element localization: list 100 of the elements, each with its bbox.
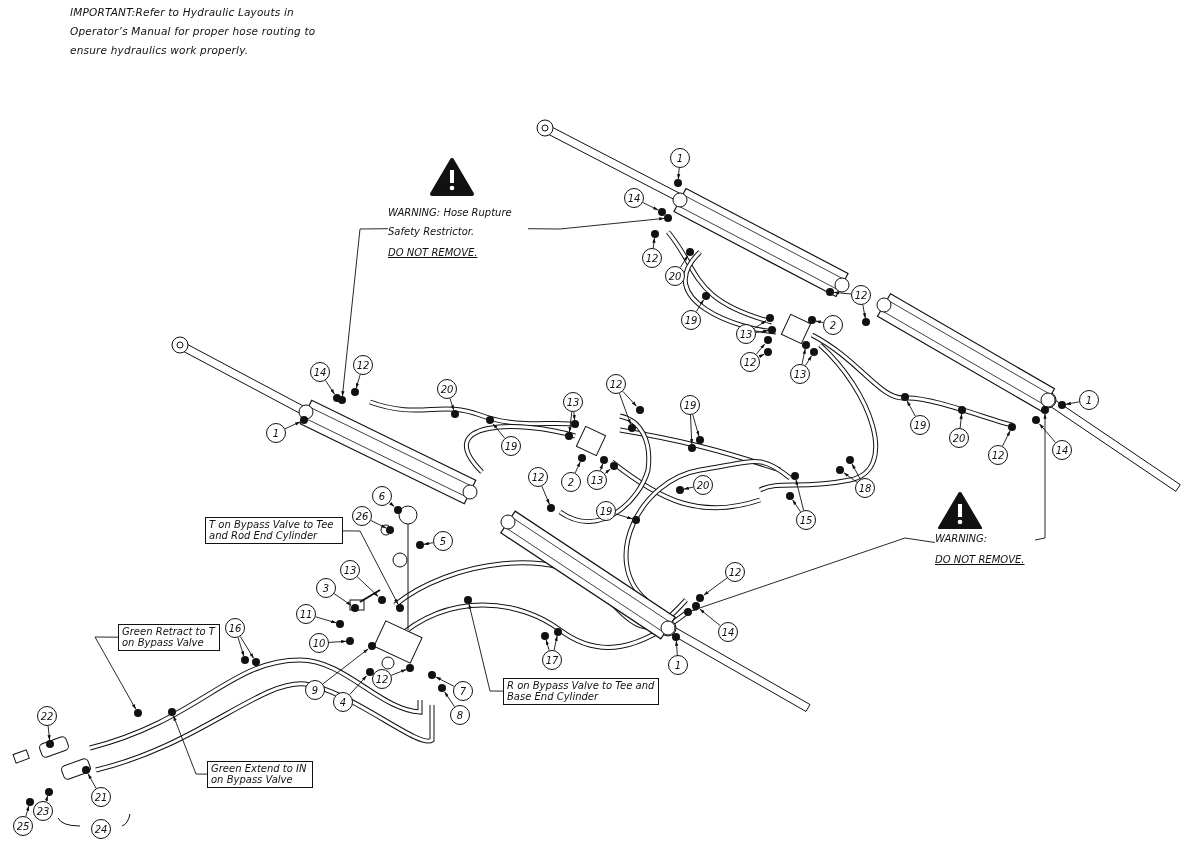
callout-number: 12 <box>606 374 626 394</box>
hose-fitting <box>636 406 644 414</box>
hose-fitting <box>1058 401 1066 409</box>
hose-fitting <box>1032 416 1040 424</box>
callout-number: 17 <box>542 650 562 670</box>
hose-fitting <box>768 326 776 334</box>
callout-number: 15 <box>796 510 816 530</box>
callout-number: 14 <box>718 622 738 642</box>
hose-fitting <box>416 541 424 549</box>
note-box: Green Extend to IN on Bypass Valve <box>207 761 313 788</box>
callout-number: 1 <box>668 655 688 675</box>
callout-number: 5 <box>433 531 453 551</box>
hose-fitting <box>46 740 54 748</box>
hose-fitting <box>628 424 636 432</box>
callout-number: 14 <box>310 362 330 382</box>
hose-fitting <box>451 410 459 418</box>
hose-fitting <box>82 766 90 774</box>
callout-number: 19 <box>680 395 700 415</box>
callout-number: 22 <box>37 706 57 726</box>
callout-number: 18 <box>855 478 875 498</box>
callout-number: 12 <box>851 285 871 305</box>
note-box: T on Bypass Valve to Tee and Rod End Cylinder <box>205 517 343 544</box>
callout-number: 13 <box>340 560 360 580</box>
hose-fitting <box>351 604 359 612</box>
callout-number: 13 <box>563 392 583 412</box>
hose-fitting <box>786 492 794 500</box>
hose-fitting <box>168 708 176 716</box>
callout-number: 11 <box>296 604 316 624</box>
note-box: Green Retract to T on Bypass Valve <box>118 624 220 651</box>
hose-fitting <box>300 416 308 424</box>
callout-number: 10 <box>309 633 329 653</box>
hose-fitting <box>808 316 816 324</box>
callout-number: 14 <box>1052 440 1072 460</box>
hose-fitting <box>692 602 700 610</box>
hose-fitting <box>958 406 966 414</box>
callout-number: 7 <box>453 681 473 701</box>
leader-line <box>604 468 611 475</box>
hose-fitting <box>688 444 696 452</box>
callout-number: 19 <box>596 501 616 521</box>
hose-fitting <box>366 668 374 676</box>
leader-line <box>389 502 395 507</box>
note-text: IMPORTANT:Refer to Hydraulic Layouts in Operator’s Manual for proper hose routing to ensure hydraulics work properly. <box>70 5 317 58</box>
hose-fitting <box>396 604 404 612</box>
callout-number: 2 <box>561 472 581 492</box>
callout-number: 26 <box>352 506 372 526</box>
hose-fitting <box>378 596 386 604</box>
callout-number: 20 <box>437 379 457 399</box>
hose-fitting <box>394 506 402 514</box>
hose-fitting <box>836 466 844 474</box>
hose-fitting <box>610 462 618 470</box>
hose-fitting <box>252 658 260 666</box>
hose-fitting <box>1041 406 1049 414</box>
hose-fitting <box>486 416 494 424</box>
hose-fitting <box>664 214 672 222</box>
hose-fitting <box>547 504 555 512</box>
hose-fitting <box>346 637 354 645</box>
callout-number: 2 <box>823 315 843 335</box>
hose-fitting <box>846 456 854 464</box>
callout-number: 1 <box>266 423 286 443</box>
callout-number: 6 <box>372 486 392 506</box>
hose-fitting <box>901 393 909 401</box>
hose-fitting <box>696 436 704 444</box>
callout-number: 16 <box>225 618 245 638</box>
callout-number: 9 <box>305 680 325 700</box>
callout-number: 19 <box>501 436 521 456</box>
callout-number: 21 <box>91 787 111 807</box>
hose-fitting <box>45 788 53 796</box>
hose-fitting <box>802 341 810 349</box>
hose-fitting <box>696 594 704 602</box>
callout-number: 23 <box>33 801 53 821</box>
callout-number: 20 <box>665 266 685 286</box>
callout-number: 14 <box>624 188 644 208</box>
callout-number: 12 <box>528 467 548 487</box>
hose-fitting <box>386 526 394 534</box>
hose-fitting <box>541 632 549 640</box>
callout-number: 8 <box>450 705 470 725</box>
hose-fitting <box>658 208 666 216</box>
callout-number: 3 <box>316 578 336 598</box>
hose-fitting <box>406 664 414 672</box>
hose-fitting <box>676 486 684 494</box>
hose-fitting <box>672 633 680 641</box>
hose-fitting <box>333 394 341 402</box>
hose-fitting <box>674 179 682 187</box>
hose-fitting <box>438 684 446 692</box>
hose-fitting <box>702 292 710 300</box>
callout-number: 12 <box>353 355 373 375</box>
callout-number: 19 <box>681 310 701 330</box>
hose-fitting <box>766 314 774 322</box>
leader-line <box>815 320 824 324</box>
hose-fitting <box>571 420 579 428</box>
callout-number: 24 <box>91 819 111 839</box>
hose-fitting <box>686 248 694 256</box>
hose-fitting <box>810 348 818 356</box>
leader-line <box>758 353 765 358</box>
hose-fitting <box>578 454 586 462</box>
callout-number: 13 <box>790 364 810 384</box>
hose-fitting <box>600 456 608 464</box>
hose-fitting <box>134 709 142 717</box>
callout-number: 12 <box>988 445 1008 465</box>
hose-fitting <box>336 620 344 628</box>
